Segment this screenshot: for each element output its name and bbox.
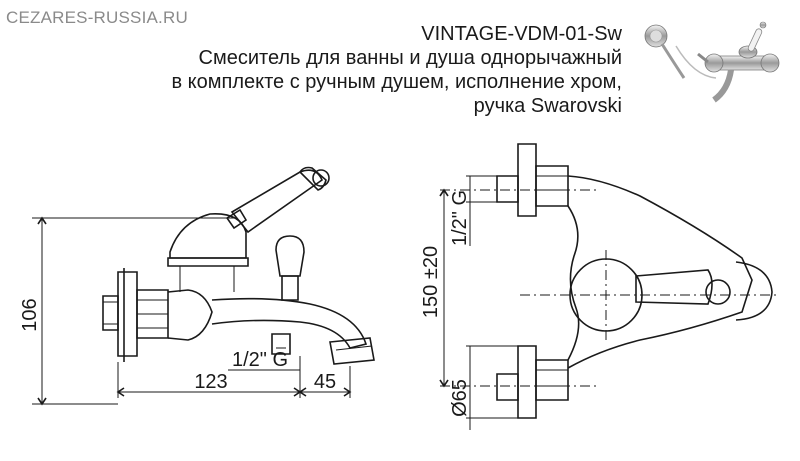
- mixer-image: [697, 21, 780, 103]
- description-line-1: Смеситель для ванны и душа однорычажный: [198, 47, 622, 69]
- side-view: 106 123 45 1/2" G: [19, 166, 375, 406]
- thread-callout-side: 1/2" G: [232, 349, 288, 371]
- product-thumbnail: [644, 21, 780, 103]
- dimension-center-distance: 150 ±20: [420, 246, 442, 318]
- thread-callout-front: 1/2" G: [449, 190, 471, 246]
- dimension-length-left: 123: [194, 371, 227, 393]
- front-view: 150 ±20 1/2" G Ø65: [420, 143, 780, 430]
- description-line-3: ручка Swarovski: [473, 95, 622, 117]
- dimension-flange-diameter: Ø65: [449, 379, 471, 417]
- product-title-block: VINTAGE-VDM-01-Sw Смеситель для ванны и …: [171, 22, 622, 118]
- model-code: VINTAGE-VDM-01-Sw: [421, 23, 622, 45]
- hand-shower-image: [644, 24, 717, 79]
- dimension-length-right: 45: [314, 371, 336, 393]
- dimension-height: 106: [19, 298, 41, 331]
- site-watermark: CEZARES-RUSSIA.RU: [6, 8, 188, 27]
- description-line-2: в комплекте с ручным душем, исполнение х…: [171, 71, 622, 93]
